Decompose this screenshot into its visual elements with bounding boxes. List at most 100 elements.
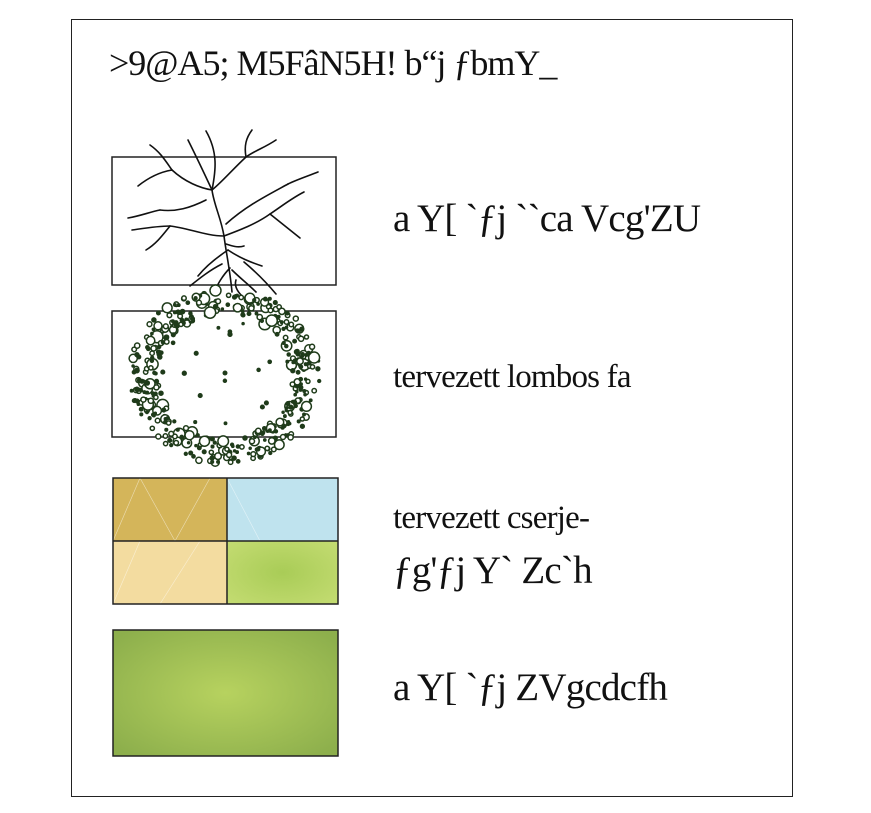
canopy-dot	[140, 396, 147, 403]
canopy-dot	[265, 314, 279, 327]
canopy-dot	[290, 399, 295, 404]
canopy-dot	[246, 451, 251, 456]
canopy-dot	[227, 459, 234, 466]
canopy-dot	[306, 350, 312, 356]
canopy-dot	[250, 450, 257, 458]
label-line: tervezett cserje-	[393, 500, 590, 536]
canopy-dot	[302, 412, 306, 417]
canopy-dot	[297, 335, 305, 343]
canopy-dot	[148, 365, 154, 371]
canopy-dot	[282, 334, 289, 341]
canopy-dot	[155, 310, 161, 316]
canopy-dot	[209, 455, 215, 461]
canopy-dot	[193, 350, 199, 356]
canopy-dot	[203, 306, 217, 319]
canopy-dot	[145, 346, 151, 352]
canopy-dot	[248, 304, 255, 312]
canopy-dot	[287, 434, 294, 441]
canopy-dot	[208, 449, 215, 456]
canopy-dot	[305, 378, 311, 385]
existing-tree-box	[111, 156, 337, 286]
canopy-dot	[196, 445, 202, 451]
canopy-dot	[294, 384, 299, 389]
canopy-dot	[270, 446, 277, 453]
canopy-dot	[285, 401, 291, 407]
legend-label-planned-tree: tervezett lombos fa	[393, 358, 632, 397]
canopy-dot	[209, 436, 215, 442]
existing-tree-symbol	[111, 129, 337, 297]
canopy-dot	[259, 318, 265, 323]
canopy-dot	[153, 321, 163, 331]
canopy-dot	[300, 351, 305, 357]
canopy-dot	[150, 345, 157, 352]
canopy-dot	[136, 402, 141, 407]
shrub-quad-swatch	[112, 477, 339, 605]
canopy-dot	[287, 421, 292, 426]
canopy-dot	[261, 425, 267, 431]
canopy-dot	[248, 446, 252, 451]
canopy-dot	[165, 420, 172, 426]
canopy-dot	[231, 455, 237, 461]
shrub-quad-top-left	[113, 478, 227, 541]
canopy-dot	[222, 378, 228, 384]
canopy-dot	[295, 328, 300, 333]
canopy-dot	[279, 433, 287, 441]
canopy-dot	[230, 444, 235, 449]
canopy-dot	[256, 313, 264, 321]
canopy-dot	[168, 430, 175, 437]
canopy-dot	[157, 354, 163, 360]
canopy-dot	[147, 397, 155, 405]
canopy-dot	[170, 332, 176, 338]
canopy-dot	[308, 343, 316, 351]
canopy-dot	[165, 416, 170, 420]
canopy-dot	[262, 296, 268, 302]
canopy-dot	[288, 321, 295, 328]
canopy-dot	[191, 454, 196, 459]
canopy-dot	[267, 307, 274, 314]
canopy-dot	[194, 443, 198, 448]
canopy-dot	[147, 416, 152, 421]
canopy-dot	[267, 436, 276, 445]
canopy-dot	[181, 321, 186, 326]
canopy-dot	[295, 390, 299, 394]
canopy-dot	[233, 293, 238, 298]
canopy-dot	[149, 358, 155, 364]
canopy-dot	[155, 433, 162, 440]
canopy-dot	[299, 423, 306, 429]
lawn-gradient-swatch	[112, 629, 339, 757]
tree-center-dot	[222, 370, 228, 376]
canopy-dot	[145, 410, 149, 415]
canopy-dot	[181, 295, 187, 302]
canopy-dot	[133, 342, 141, 349]
label-line: ƒg'ƒj Y` Zc`h	[393, 548, 593, 592]
canopy-dot	[259, 404, 265, 410]
legend-label-planned-shrub: tervezett cserje- ƒg'ƒj Y` Zc`h	[393, 495, 593, 599]
canopy-dot	[292, 315, 300, 322]
canopy-dot	[298, 384, 304, 390]
canopy-dot	[180, 309, 186, 314]
canopy-dot	[300, 400, 313, 413]
canopy-dot	[184, 429, 195, 441]
canopy-dot	[195, 433, 200, 438]
canopy-dot	[182, 424, 190, 432]
canopy-dot	[298, 376, 304, 382]
canopy-dot	[179, 434, 184, 440]
canopy-dot	[210, 444, 215, 449]
canopy-dot	[161, 407, 167, 413]
canopy-dot	[193, 296, 198, 301]
canopy-dot	[281, 410, 285, 414]
canopy-dot	[188, 311, 193, 316]
canopy-dot	[307, 351, 321, 364]
canopy-dot	[295, 369, 301, 375]
label-line: a Y[ `ƒj ``ca Vcg'ZU	[393, 197, 701, 240]
canopy-dot	[151, 327, 156, 332]
shrub-quad-top-right	[227, 478, 338, 541]
canopy-dot	[146, 321, 153, 328]
canopy-dot	[281, 340, 286, 346]
canopy-dot	[224, 446, 230, 452]
canopy-dot	[309, 364, 316, 370]
canopy-dot	[242, 435, 248, 441]
legend-title: >9@A5; M5FâN5H! b“j ƒbmY_	[109, 43, 557, 83]
canopy-dot	[134, 367, 140, 373]
